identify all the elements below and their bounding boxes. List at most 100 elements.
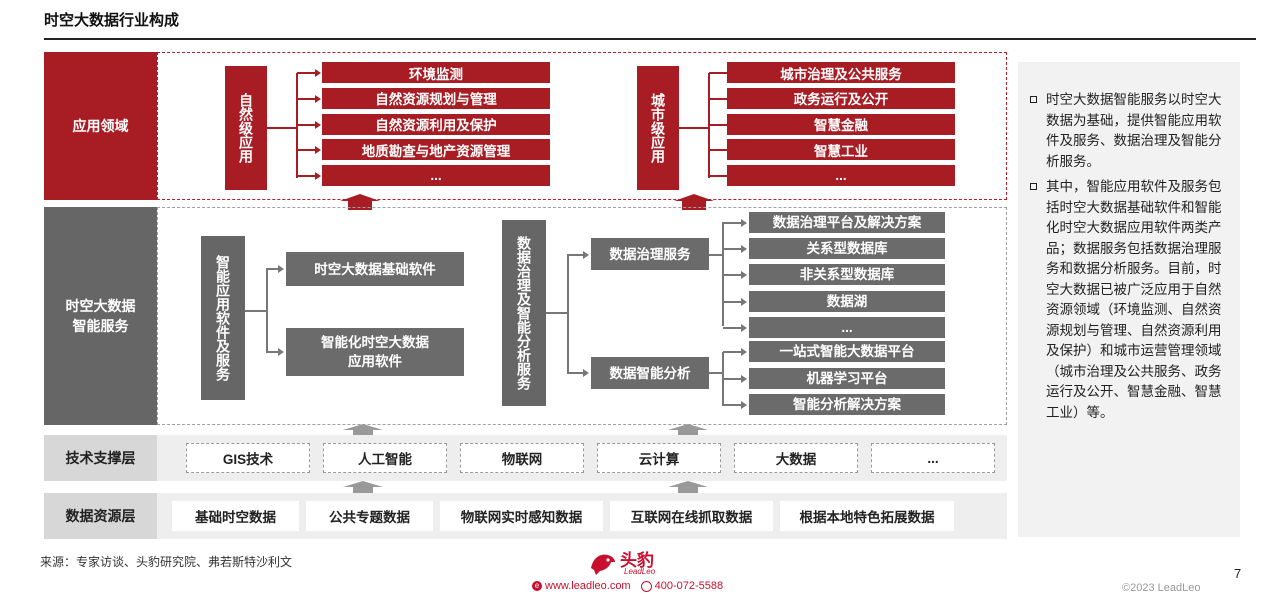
connector <box>679 127 709 129</box>
service-frame <box>157 207 1007 425</box>
up-arrow-icon <box>664 194 724 210</box>
website-link[interactable]: www.leadleo.com <box>545 580 631 592</box>
up-arrow-icon <box>660 481 716 494</box>
city-app-item: ... <box>727 165 955 187</box>
page-title: 时空大数据行业构成 <box>44 12 180 29</box>
arrow-head-icon <box>741 323 747 332</box>
arrow-head-icon <box>315 69 321 77</box>
governance-item: 数据湖 <box>749 290 945 312</box>
city-app-item: 智慧工业 <box>727 139 955 161</box>
up-arrow-icon <box>335 424 391 437</box>
connector <box>266 268 268 352</box>
up-arrow-icon <box>660 424 716 437</box>
governance-item: 关系型数据库 <box>749 238 945 260</box>
up-arrow-icon <box>330 194 390 210</box>
arrow-head-icon <box>315 94 321 103</box>
city-app-item: 城市治理及公共服务 <box>727 62 955 83</box>
title-divider <box>44 38 1256 40</box>
resource-item: 基础时空数据 <box>172 501 299 531</box>
tech-item: 人工智能 <box>323 443 447 473</box>
copyright: ©2023 LeadLeo <box>1122 582 1201 594</box>
connector <box>267 127 297 129</box>
connector <box>723 404 741 406</box>
governance-item: 非关系型数据库 <box>749 264 945 286</box>
arrow-head-icon <box>315 120 321 129</box>
connector <box>567 254 569 373</box>
arrow-head-icon <box>583 251 589 259</box>
connector <box>297 175 315 178</box>
arrow-head-icon <box>315 172 321 181</box>
connector <box>723 222 741 224</box>
arrow-head-icon <box>741 401 747 409</box>
arrow-head-icon <box>741 374 747 383</box>
row-label-service-text: 时空大数据 智能服务 <box>65 298 136 334</box>
connector <box>297 72 315 74</box>
connector <box>245 310 267 312</box>
natural-app-item: 自然资源规划与管理 <box>322 87 550 109</box>
tech-item: 大数据 <box>734 443 858 473</box>
connector <box>723 326 741 329</box>
arrow-head-icon <box>278 348 284 356</box>
page-number: 7 <box>1234 566 1242 581</box>
description-item: 其中，智能应用软件及服务包括时空大数据基础软件和智能化时空大数据应用软件两类产品… <box>1028 177 1230 423</box>
resource-item: 根据本地特色拓展数据 <box>780 501 954 531</box>
row-label-application: 应用领域 <box>44 52 157 200</box>
arrow-head-icon <box>741 271 747 280</box>
leopard-logo-icon <box>591 554 615 575</box>
logo-text-cn: 头豹 <box>620 551 654 570</box>
connector <box>709 97 727 100</box>
connector <box>297 149 315 152</box>
resource-item: 互联网在线抓取数据 <box>610 501 773 531</box>
checkbox-bullet-icon <box>1030 96 1037 103</box>
application-frame <box>157 52 1007 200</box>
arrow-head-icon <box>583 369 589 377</box>
connector <box>266 351 278 353</box>
connector <box>567 254 583 256</box>
arrow-head-icon <box>741 245 747 254</box>
governance-item: 数据治理平台及解决方案 <box>749 212 945 233</box>
tech-item: 云计算 <box>597 443 721 473</box>
connector <box>723 300 741 303</box>
connector <box>297 97 315 100</box>
connector <box>709 149 727 152</box>
description-item: 时空大数据智能服务以时空大数据为基础，提供智能应用软件及服务、数据治理及智能分析… <box>1028 90 1230 172</box>
phone-number: 400-072-5588 <box>654 580 724 592</box>
arrow-head-icon <box>741 297 747 306</box>
analysis-item: 机器学习平台 <box>749 367 945 389</box>
connector <box>297 123 315 126</box>
connector <box>722 222 724 326</box>
connector <box>709 372 723 374</box>
arrow-head-icon <box>741 219 747 227</box>
smart-software-box: 智能化时空大数据 应用软件 <box>286 328 464 376</box>
tech-item: ... <box>871 443 995 473</box>
governance-item: ... <box>749 316 945 338</box>
resource-item: 物联网实时感知数据 <box>440 501 603 531</box>
city-app-header: 城市级应用 <box>637 66 679 190</box>
natural-app-item: 地质勘查与地产资源管理 <box>322 139 550 161</box>
source-note: 来源：专家访谈、头豹研究院、弗若斯特沙利文 <box>40 555 293 569</box>
basic-software-box: 时空大数据基础软件 <box>286 252 464 286</box>
connector <box>723 377 741 380</box>
software-service-header: 智能应用软件及服务 <box>201 236 245 400</box>
analysis-item: 一站式智能大数据平台 <box>749 341 945 362</box>
tech-item: 物联网 <box>460 443 584 473</box>
city-app-item: 政务运行及公开 <box>727 87 955 109</box>
city-app-item: 智慧金融 <box>727 113 955 135</box>
connector <box>266 268 278 270</box>
arrow-head-icon <box>741 348 747 356</box>
contact-line: e www.leadleo.com 400-072-5588 <box>532 580 723 592</box>
tech-item: GIS技术 <box>186 443 310 473</box>
connector <box>723 351 741 353</box>
description-panel: 时空大数据智能服务以时空大数据为基础，提供智能应用软件及服务、数据治理及智能分析… <box>1018 62 1240 537</box>
analysis-box: 数据智能分析 <box>591 357 709 389</box>
connector <box>723 274 741 277</box>
row-label-tech: 技术支撑层 <box>44 435 157 481</box>
governance-box: 数据治理服务 <box>591 238 709 270</box>
phone-icon <box>640 580 652 592</box>
row-label-service: 时空大数据 智能服务 <box>44 207 157 425</box>
logo-text-en: LeadLeo <box>624 567 656 576</box>
connector <box>723 248 741 251</box>
arrow-head-icon <box>278 265 284 273</box>
resource-item: 公共专题数据 <box>306 501 433 531</box>
natural-app-item: 环境监测 <box>322 62 550 83</box>
